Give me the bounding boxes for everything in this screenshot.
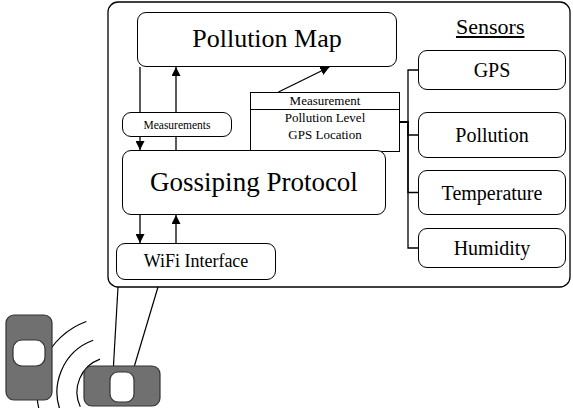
node-text: WiFi Interface bbox=[144, 252, 249, 272]
zoom-line bbox=[132, 287, 158, 374]
node-text: Humidity bbox=[454, 237, 531, 259]
zoom-frame bbox=[108, 2, 570, 287]
connector bbox=[175, 67, 176, 150]
edge-label: Measurements bbox=[122, 112, 232, 137]
sensor-box: GPS bbox=[418, 50, 566, 90]
connector bbox=[400, 122, 418, 193]
sensor-box: Pollution bbox=[418, 112, 566, 158]
node-text: Pollution Map bbox=[192, 25, 342, 54]
node-text: GPS bbox=[474, 59, 511, 81]
zoom-line bbox=[113, 287, 118, 374]
node-text: Temperature bbox=[442, 182, 543, 204]
connector bbox=[400, 70, 418, 122]
protocol-box: Gossiping Protocol bbox=[122, 150, 386, 215]
sensor-box: Temperature bbox=[418, 170, 566, 215]
phone-button bbox=[110, 372, 134, 402]
node-text: Measurement bbox=[251, 93, 399, 110]
node-text: Gossiping Protocol bbox=[150, 168, 358, 198]
measurement-table: MeasurementPollution LevelGPS Location bbox=[250, 92, 400, 152]
node-text: Pollution bbox=[455, 124, 528, 146]
phone-device bbox=[84, 366, 160, 406]
node-text: GPS Location bbox=[251, 127, 399, 143]
connector bbox=[279, 67, 330, 92]
node-text: Pollution Level bbox=[251, 110, 399, 126]
map-box: Pollution Map bbox=[137, 12, 397, 67]
phone-device bbox=[6, 315, 52, 400]
connector bbox=[400, 122, 418, 135]
section-heading: Sensors bbox=[456, 14, 524, 40]
phone-button bbox=[13, 340, 45, 366]
connector bbox=[139, 67, 140, 150]
interface-box: WiFi Interface bbox=[116, 243, 276, 280]
connector bbox=[400, 122, 418, 248]
connector bbox=[175, 215, 176, 243]
sensor-box: Humidity bbox=[418, 228, 566, 268]
connector bbox=[139, 215, 140, 243]
